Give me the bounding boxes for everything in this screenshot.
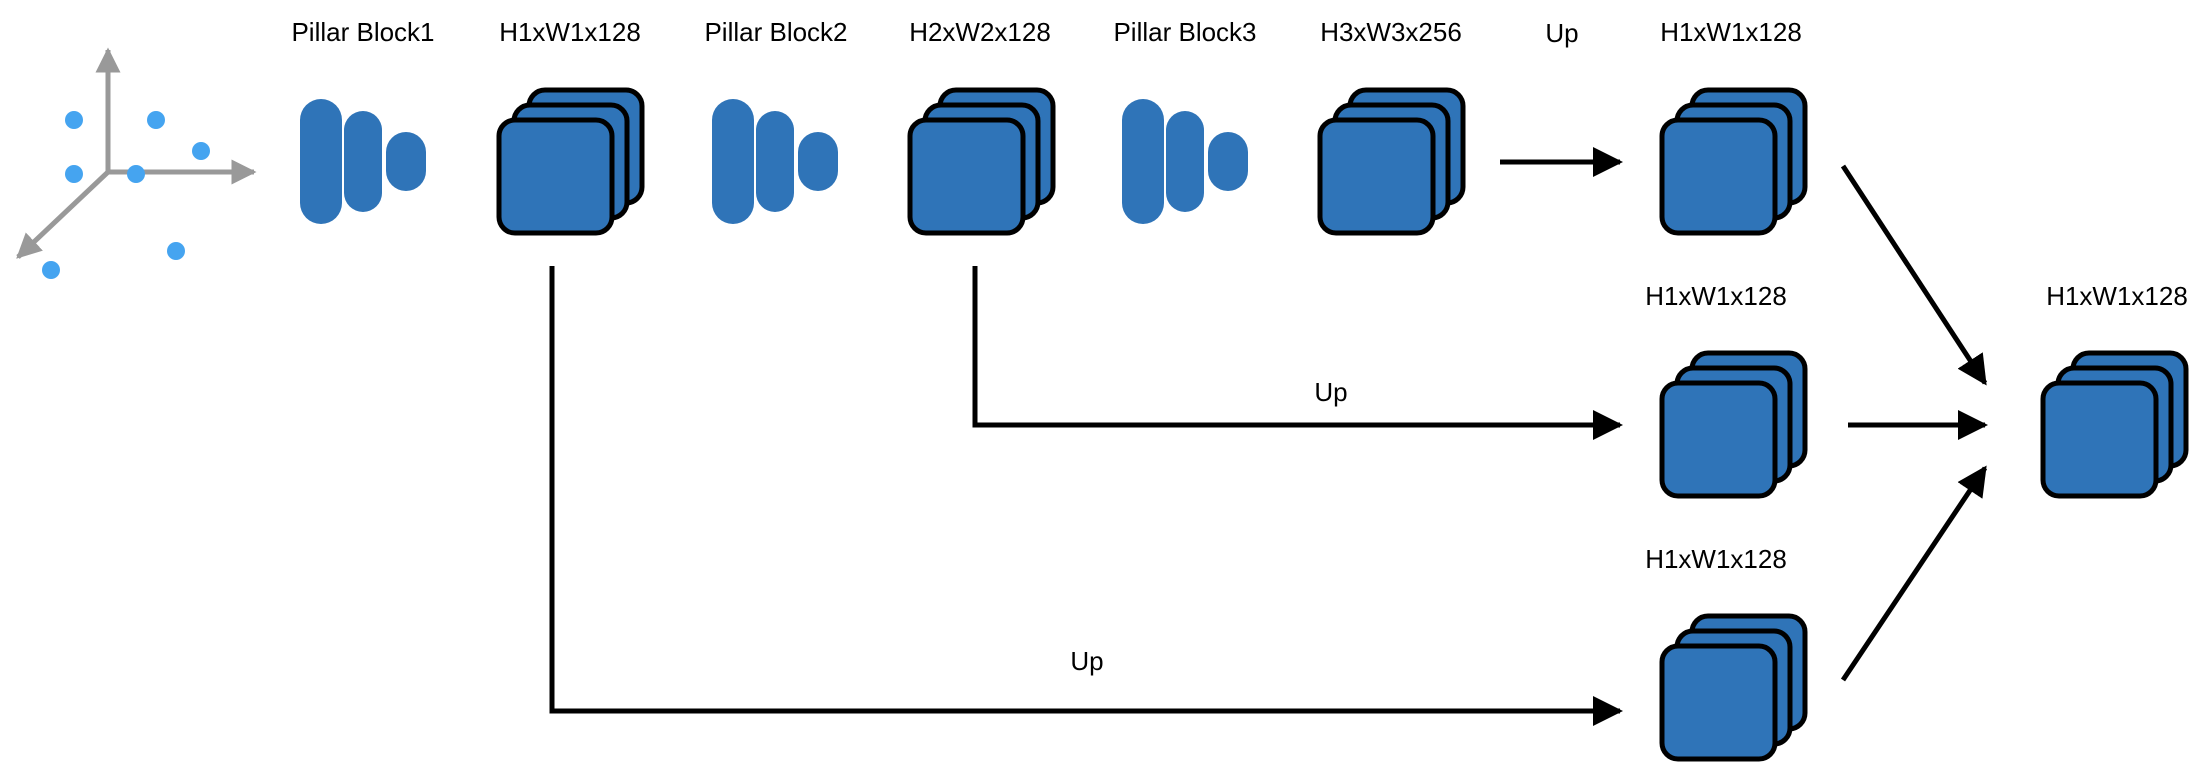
arrow-up-middle: [972, 266, 1623, 440]
arrow-top-to-output: [1840, 164, 1988, 386]
point: [192, 142, 210, 160]
point: [167, 242, 185, 260]
feature-map-3-stack-icon: [1320, 90, 1463, 233]
point: [127, 165, 145, 183]
upsampled-feature-middle-stack-icon: [1662, 353, 1805, 496]
feature-map-2-stack-icon: [910, 90, 1053, 233]
label-up-middle: Up: [1314, 377, 1347, 407]
label-pillar-block-2: Pillar Block2: [704, 17, 847, 47]
label-up-feature-middle: H1xW1x128: [1645, 281, 1787, 311]
label-up-feature-bottom: H1xW1x128: [1645, 544, 1787, 574]
output-feature-stack-icon: [2043, 353, 2186, 496]
point: [65, 165, 83, 183]
pillar-block-3-icon: [1122, 99, 1248, 224]
label-feature-1: H1xW1x128: [499, 17, 641, 47]
label-up-bottom: Up: [1070, 646, 1103, 676]
pillar-block-1-icon: [300, 99, 426, 224]
upsampled-feature-bottom-stack-icon: [1662, 616, 1805, 759]
pillar-block-2-icon: [712, 99, 838, 224]
label-up-top: Up: [1545, 18, 1578, 48]
label-pillar-block-1: Pillar Block1: [291, 17, 434, 47]
point-cloud-axes-icon: [16, 47, 257, 279]
arrow-bottom-to-output: [1840, 465, 1988, 682]
label-output-feature: H1xW1x128: [2046, 281, 2188, 311]
arrow-up-bottom: [549, 266, 1623, 726]
point: [42, 261, 60, 279]
label-feature-3: H3xW3x256: [1320, 17, 1462, 47]
label-feature-2: H2xW2x128: [909, 17, 1051, 47]
label-up-feature-top: H1xW1x128: [1660, 17, 1802, 47]
upsampled-feature-top-stack-icon: [1662, 90, 1805, 233]
label-pillar-block-3: Pillar Block3: [1113, 17, 1256, 47]
point: [147, 111, 165, 129]
point: [65, 111, 83, 129]
feature-map-1-stack-icon: [499, 90, 642, 233]
